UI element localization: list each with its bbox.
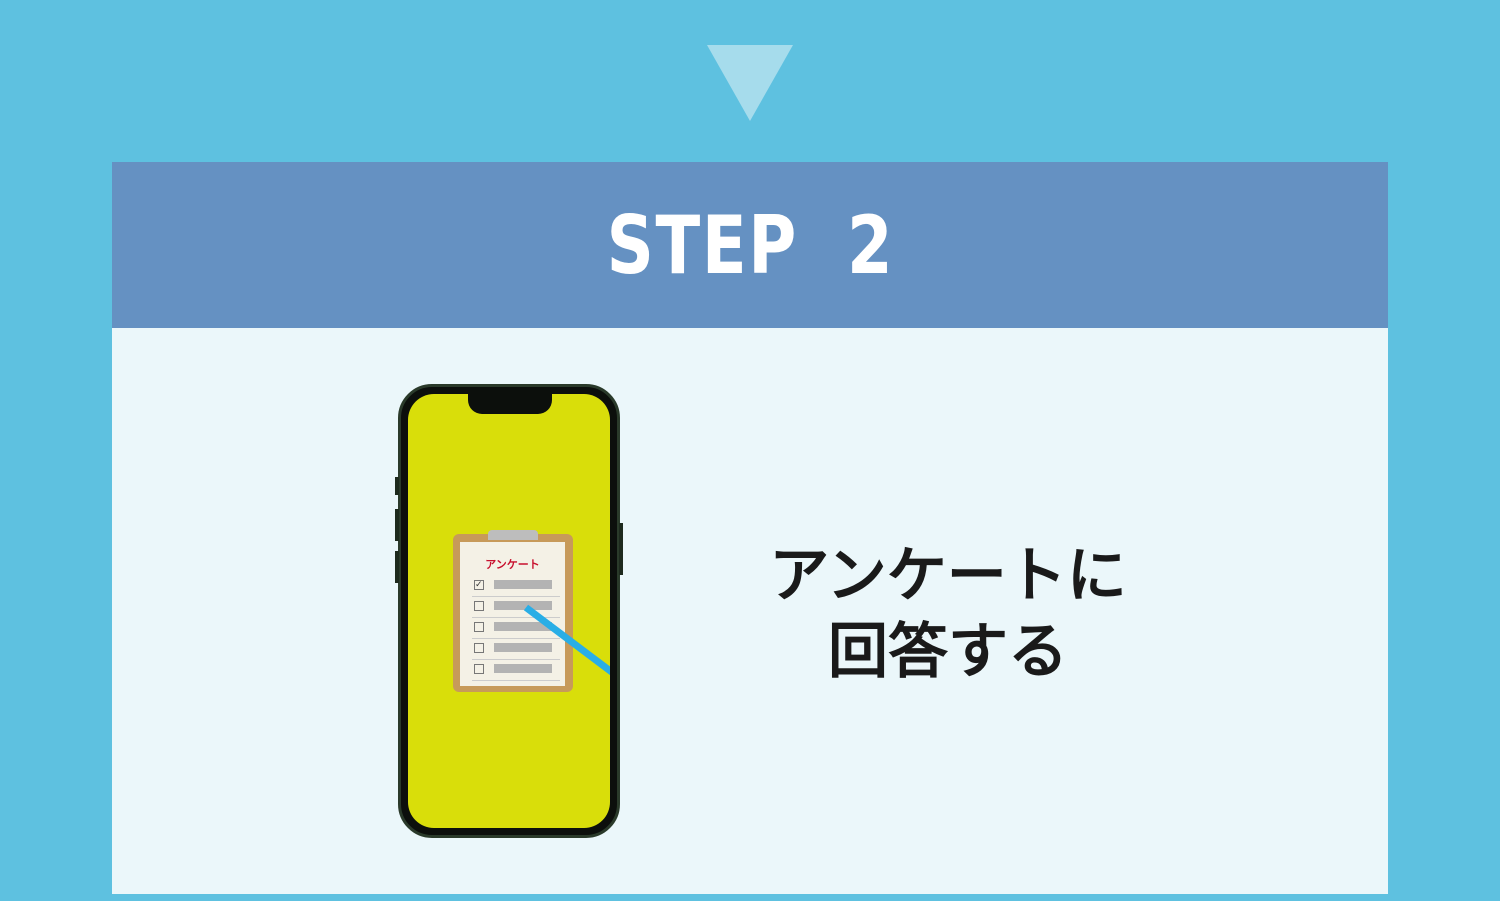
checkbox-icon: [474, 643, 484, 653]
checklist-row: [472, 618, 560, 639]
step-message: アンケートに 回答する: [720, 538, 1176, 690]
phone-button: [619, 523, 623, 575]
checkbox-icon: [474, 601, 484, 611]
smartphone-illustration: アンケート ✓: [395, 384, 623, 838]
checklist-row: [472, 639, 560, 660]
message-line-1: アンケートに: [769, 541, 1127, 611]
down-arrow-icon: [707, 45, 793, 121]
phone-button: [395, 509, 399, 541]
checklist-row: [472, 597, 560, 618]
checkbox-icon: [474, 622, 484, 632]
step-title: STEP 2: [606, 198, 894, 292]
checklist-row: [472, 660, 560, 681]
phone-screen: アンケート ✓: [408, 394, 610, 828]
phone-button: [395, 551, 399, 583]
message-line-2: 回答する: [828, 617, 1068, 687]
phone-notch: [468, 394, 552, 414]
clipboard-icon: アンケート ✓: [453, 530, 573, 692]
checked-box-icon: ✓: [474, 580, 484, 590]
clip-icon: [488, 530, 538, 540]
step-panel: [112, 328, 1388, 894]
survey-sheet: アンケート ✓: [460, 542, 565, 686]
checklist-row: ✓: [472, 576, 560, 597]
step-header: STEP 2: [112, 162, 1388, 328]
phone-button: [395, 477, 399, 495]
checkbox-icon: [474, 664, 484, 674]
survey-title: アンケート: [485, 558, 540, 571]
